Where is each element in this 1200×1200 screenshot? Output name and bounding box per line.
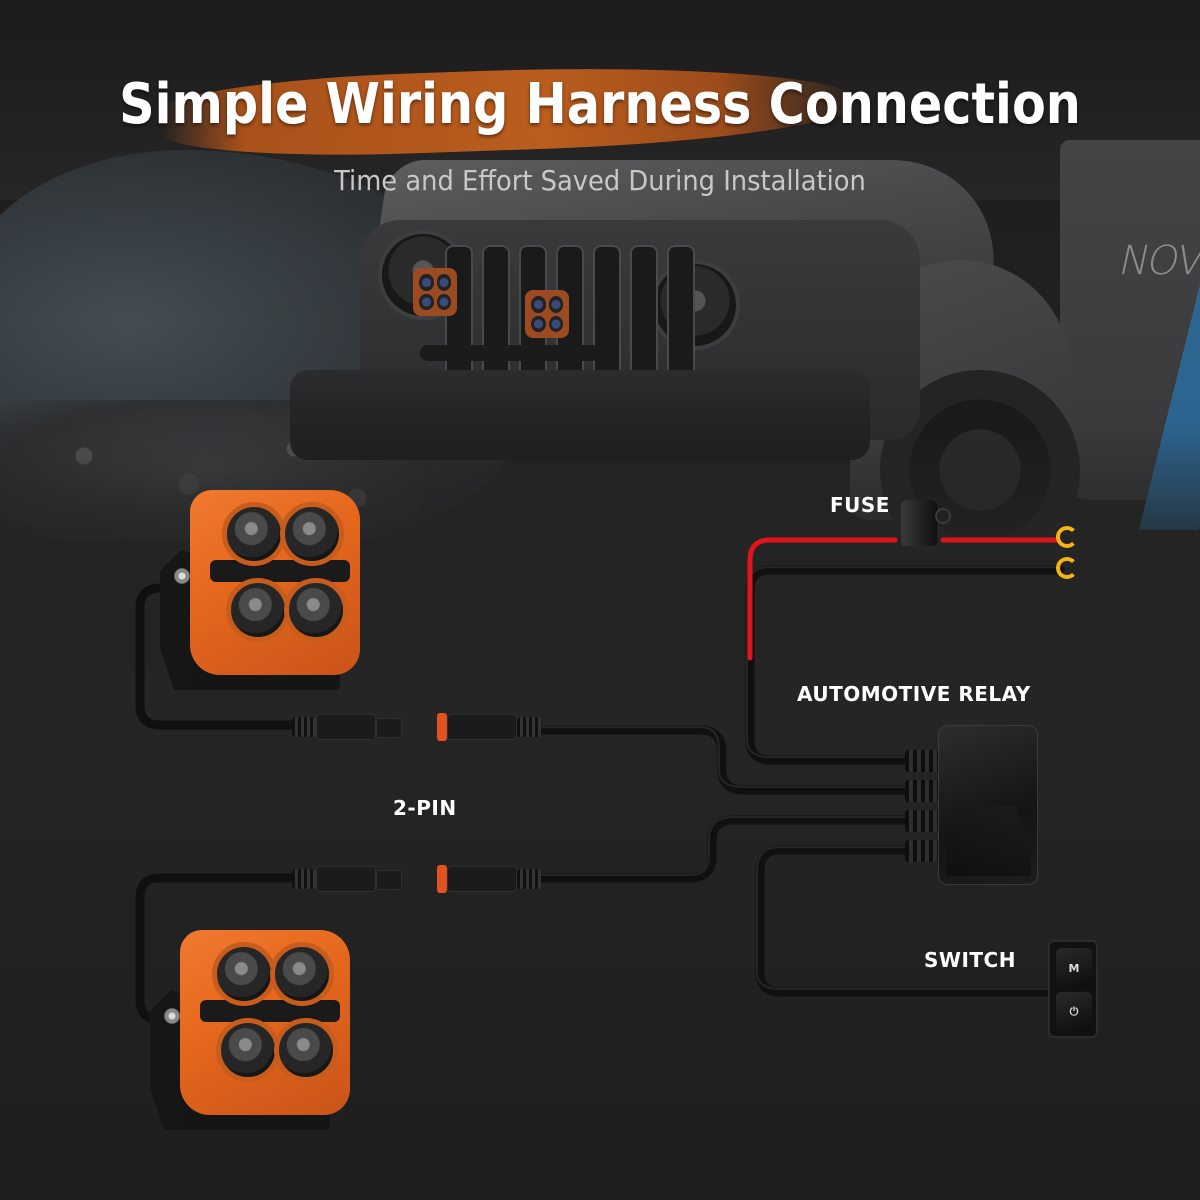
orange-seal [437, 865, 447, 893]
strain-relief [292, 717, 316, 737]
pod-light-bottom [150, 930, 350, 1130]
switch-label: SWITCH [924, 948, 1016, 972]
lens-icon [284, 578, 348, 642]
led-strip [200, 1000, 340, 1022]
relay-pins [905, 750, 941, 862]
light-mount-bar [420, 345, 600, 361]
strain-relief [292, 869, 316, 889]
lens-icon [226, 578, 290, 642]
ring-terminal-positive-icon [1056, 526, 1078, 548]
connector-male-bottom [292, 862, 412, 894]
strain-relief [517, 869, 541, 889]
lens-icon [212, 942, 276, 1006]
page-title: Simple Wiring Harness Connection [119, 72, 1081, 137]
lens-icon [222, 502, 286, 566]
page-subtitle: Time and Effort Saved During Installatio… [334, 164, 866, 197]
relay-face [947, 736, 1031, 876]
two-pin-label: 2-PIN [393, 796, 457, 820]
relay-label: AUTOMOTIVE RELAY [797, 682, 1031, 706]
connector-female-bottom [437, 862, 547, 894]
mounted-pod-light-left [413, 268, 457, 316]
bolt-icon [164, 1008, 180, 1024]
pod-light-top [160, 490, 360, 690]
relay-pin [905, 810, 941, 832]
connector-female-top [437, 710, 547, 742]
power-button-icon: ⏻ [1056, 992, 1092, 1032]
led-strip [210, 560, 350, 582]
lens-icon [280, 502, 344, 566]
relay-pin [905, 780, 941, 802]
jeep-logo-text: NOV [1115, 238, 1200, 284]
background-scene: NOV [0, 0, 1200, 560]
bolt-icon [174, 568, 190, 584]
orange-seal [437, 713, 447, 741]
mounted-pod-light-right [525, 290, 569, 338]
lens-icon [274, 1018, 338, 1082]
mode-button-icon: M [1056, 948, 1092, 988]
rocker-switch: M ⏻ [1048, 940, 1098, 1038]
fuse-holder-icon [895, 500, 951, 548]
ring-terminal-ground-icon [1056, 557, 1078, 579]
fuse-label: FUSE [830, 493, 890, 517]
relay-pin [905, 840, 941, 862]
lens-icon [270, 942, 334, 1006]
relay-pin [905, 750, 941, 772]
strain-relief [517, 717, 541, 737]
connector-male-top [292, 710, 412, 742]
lens-icon [216, 1018, 280, 1082]
automotive-relay-icon [938, 725, 1038, 885]
